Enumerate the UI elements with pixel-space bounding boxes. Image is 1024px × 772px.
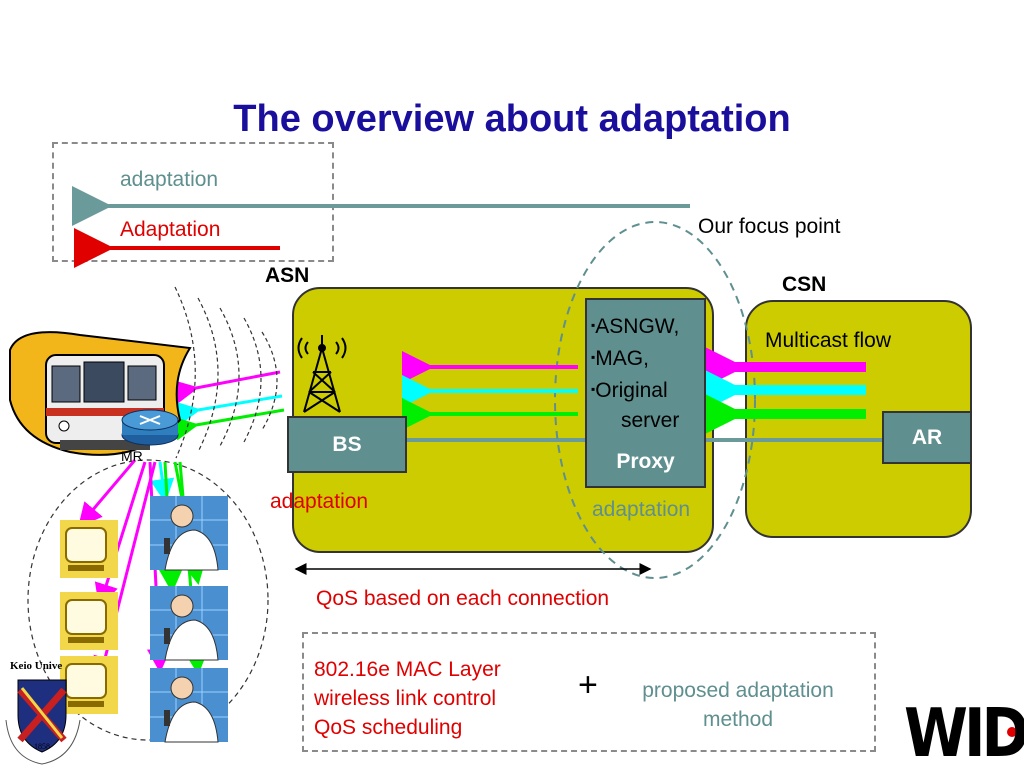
csn-label: CSN xyxy=(782,273,827,296)
proxy-item-mag: MAG, xyxy=(595,347,649,370)
bs-adaptation-label: adaptation xyxy=(270,490,369,513)
asn-label: ASN xyxy=(265,264,310,287)
tv-terminal-icon xyxy=(60,656,118,714)
bs-label: BS xyxy=(332,433,362,456)
keio-logo-text: Keio Unive xyxy=(10,660,63,672)
mac-layer-line-2: wireless link control xyxy=(314,687,497,710)
multicast-flow-label: Multicast flow xyxy=(765,329,892,352)
terminal-group-circle xyxy=(27,459,269,741)
person-phone-icon xyxy=(150,586,228,661)
bs-mr-cyan-arrow xyxy=(175,394,283,426)
our-focus-point-label: Our focus point xyxy=(698,215,841,238)
legend-box xyxy=(52,142,334,262)
keio-crest-icon xyxy=(5,679,81,765)
ar-node: AR xyxy=(882,411,972,464)
proxy-node: ▪ASNGW, ▪MAG, ▪Original server Proxy xyxy=(585,298,706,488)
tv-terminal-icon xyxy=(60,592,118,650)
person-phone-icon xyxy=(150,668,228,743)
ar-label: AR xyxy=(911,426,943,449)
antenna-tower-icon xyxy=(297,335,347,413)
qos-connection-label: QoS based on each connection xyxy=(316,587,610,610)
proposed-line-2: method xyxy=(702,708,774,731)
proxy-item-server: server xyxy=(621,409,680,432)
proxy-adaptation-label: adaptation xyxy=(592,498,691,521)
bs-node: BS xyxy=(287,416,407,473)
mac-layer-line-1: 802.16e MAC Layer xyxy=(314,658,501,681)
focus-ellipse xyxy=(554,221,756,579)
bs-mr-magenta-arrow xyxy=(173,370,281,404)
mac-layer-line-3: QoS scheduling xyxy=(314,716,463,739)
mac-layer-list: 802.16e MAC Layer wireless link control … xyxy=(314,655,501,742)
wide-logo: WIDE xyxy=(904,694,1024,772)
legend-adaptation-teal-label: adaptation xyxy=(120,168,219,191)
proxy-item-original: Original xyxy=(595,379,668,402)
proposed-line-1: proposed adaptation xyxy=(642,679,834,702)
router-icon xyxy=(121,409,179,446)
mr-label: MR xyxy=(121,448,143,464)
bottom-summary-box xyxy=(302,632,876,752)
proxy-label: Proxy xyxy=(616,450,675,473)
proxy-item-asngw: ASNGW, xyxy=(595,315,680,338)
proposed-method-text: proposed adaptation method xyxy=(612,676,864,734)
plus-sign: + xyxy=(578,666,598,704)
wide-logo-dot xyxy=(1007,727,1017,737)
tv-terminal-icon xyxy=(60,520,118,578)
proxy-feature-list: ▪ASNGW, ▪MAG, ▪Original server xyxy=(591,315,680,432)
keio-year: 1858 xyxy=(34,742,50,751)
legend-adaptation-red-label: Adaptation xyxy=(120,218,221,241)
page-title: The overview about adaptation xyxy=(233,98,791,140)
person-phone-icon xyxy=(150,496,228,571)
